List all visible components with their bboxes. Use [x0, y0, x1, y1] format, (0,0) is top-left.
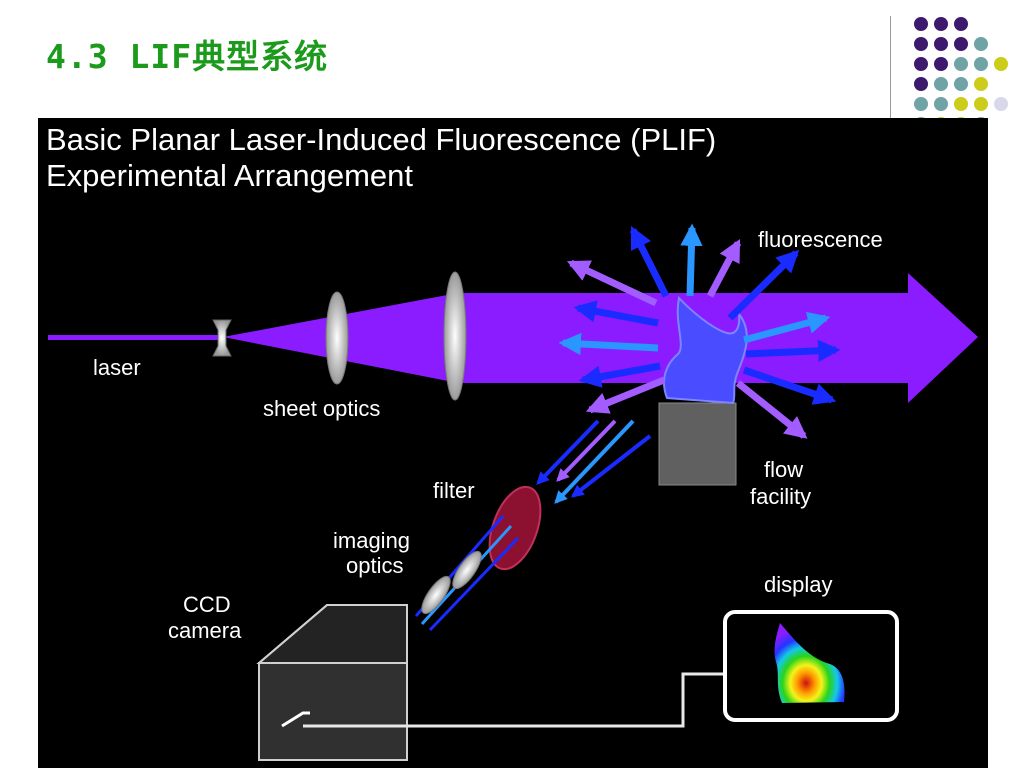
decorative-dot — [974, 97, 988, 111]
ccd-camera — [256, 604, 408, 761]
collected-light-arrow — [570, 434, 652, 498]
fluorescence-arrow — [742, 366, 837, 405]
label-display: display — [764, 572, 832, 597]
collected-light-arrow — [536, 419, 600, 485]
header-divider — [890, 16, 891, 118]
label-fluorescence: fluorescence — [758, 227, 883, 252]
decorative-dot — [914, 17, 928, 31]
fluorescence-arrow — [745, 339, 841, 362]
decorative-dot — [994, 97, 1008, 111]
label-camera: camera — [168, 618, 242, 643]
slide-title: 4.3 LIF典型系统 — [46, 37, 329, 76]
label-facility: facility — [750, 484, 811, 509]
decorative-dot — [954, 97, 968, 111]
label-flow: flow — [764, 457, 803, 482]
decorative-dot — [974, 77, 988, 91]
diagram-heading-line2: Experimental Arrangement — [46, 158, 413, 193]
display-fluorescence-image — [774, 623, 845, 703]
decorative-dot — [994, 57, 1008, 71]
laser-beam — [48, 335, 223, 340]
filter-disc — [488, 485, 542, 571]
fluorescence-arrow — [629, 225, 670, 298]
laser-sheet-arrow — [223, 273, 978, 403]
fluorescence-arrow — [573, 300, 659, 327]
imaging-lens-2 — [421, 575, 451, 615]
decorative-dot — [934, 97, 948, 111]
decorative-dot — [954, 77, 968, 91]
diagram-heading-line1: Basic Planar Laser-Induced Fluorescence … — [46, 122, 716, 157]
decorative-dot — [934, 17, 948, 31]
decorative-dot — [914, 57, 928, 71]
fluorescence-arrow — [585, 376, 666, 414]
imaging-lens-1 — [452, 550, 482, 590]
decorative-dot — [954, 37, 968, 51]
collected-light-arrow — [556, 419, 617, 482]
fluorescence-arrow — [743, 311, 831, 344]
sheet-lens-1 — [325, 291, 349, 385]
decorative-dot — [974, 37, 988, 51]
label-imaging: imaging — [333, 528, 410, 553]
decorative-dot — [954, 57, 968, 71]
label-sheet-optics: sheet optics — [263, 396, 380, 421]
fluorescence-arrow — [706, 239, 742, 298]
decorative-dot — [914, 37, 928, 51]
decorative-dot — [914, 77, 928, 91]
plif-diagram: Basic Planar Laser-Induced Fluorescence … — [46, 122, 978, 761]
diverging-lens — [212, 319, 232, 357]
fluorescence-arrow — [727, 249, 800, 321]
decorative-dot — [974, 57, 988, 71]
decorative-dot — [934, 57, 948, 71]
label-laser: laser — [93, 355, 141, 380]
flow-facility-box — [658, 402, 737, 486]
fluorescence-arrow — [566, 259, 658, 307]
imaging-light-ray — [428, 536, 520, 632]
plif-diagram-panel: Basic Planar Laser-Induced Fluorescence … — [38, 118, 988, 768]
fluorescence-arrow — [735, 380, 808, 439]
decorative-dot — [954, 17, 968, 31]
label-filter: filter — [433, 478, 475, 503]
camera-display-cable — [303, 672, 725, 728]
collected-light-arrow — [554, 419, 635, 504]
fluorescence-arrow — [680, 223, 703, 297]
flame — [663, 295, 748, 405]
label-ccd: CCD — [183, 592, 231, 617]
fluorescence-arrow — [558, 332, 659, 356]
decorative-dot — [914, 97, 928, 111]
camera-cable-port — [281, 711, 310, 728]
label-optics: optics — [346, 553, 403, 578]
decorative-dot — [934, 37, 948, 51]
fluorescence-arrow — [578, 362, 661, 388]
sheet-lens-2 — [443, 271, 467, 401]
decorative-dot — [934, 77, 948, 91]
